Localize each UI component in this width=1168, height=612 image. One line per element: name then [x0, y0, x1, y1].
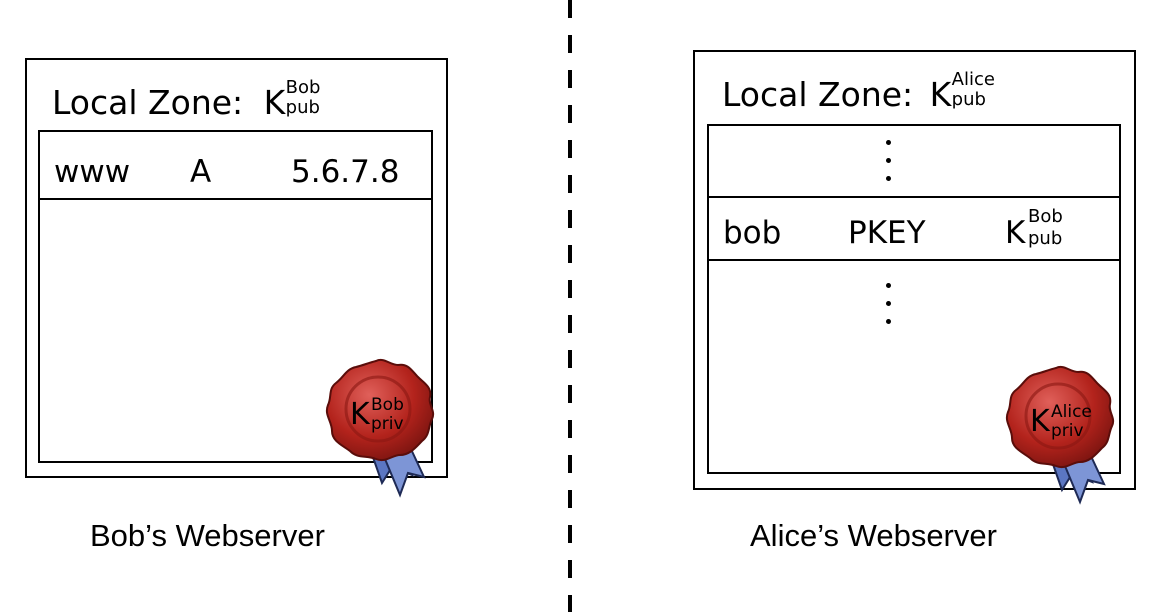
dashed-divider [568, 0, 572, 612]
bob-record-type: A [190, 154, 212, 190]
alice-row-divider-bottom [707, 259, 1121, 261]
alice-public-key: K Alice pub [929, 69, 995, 114]
alice-ellipsis-top [886, 140, 892, 194]
alice-ellipsis-bottom [886, 283, 892, 337]
bob-zone-title: Local Zone: K Bob pub [52, 77, 321, 122]
bob-zone-label: Local Zone: [52, 83, 244, 122]
alice-private-key: K Alice priv [1030, 402, 1092, 441]
alice-record-type: PKEY [848, 215, 926, 251]
bob-record-name: www [54, 154, 131, 190]
alice-wax-seal-icon [1005, 365, 1115, 505]
alice-webserver-caption: Alice’s Webserver [750, 518, 997, 553]
bob-record-divider [38, 198, 433, 200]
bob-webserver-caption: Bob’s Webserver [90, 518, 325, 553]
bob-public-key: K Bob pub [263, 77, 321, 122]
alice-record-value: K Bob pub [1005, 206, 1063, 251]
alice-record-name: bob [723, 215, 782, 251]
bob-record-value: 5.6.7.8 [291, 154, 400, 190]
alice-zone-title: Local Zone: K Alice pub [722, 69, 995, 114]
alice-row-divider-top [707, 196, 1121, 198]
bob-private-key: K Bob priv [350, 395, 404, 434]
bob-wax-seal-icon [325, 358, 435, 498]
alice-zone-label: Local Zone: [722, 75, 914, 114]
